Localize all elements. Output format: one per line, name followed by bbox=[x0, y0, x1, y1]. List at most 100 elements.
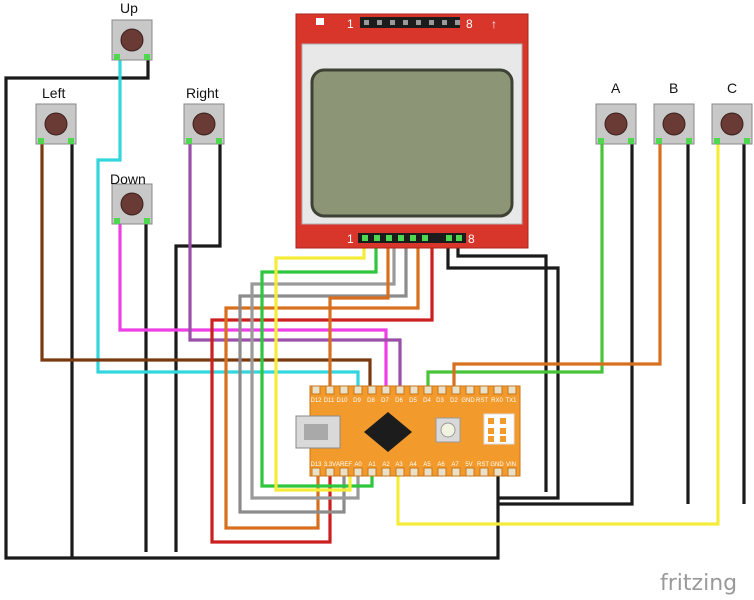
pin-label-top: D11 bbox=[324, 398, 335, 404]
microcontroller-chip bbox=[364, 412, 412, 452]
button-up bbox=[111, 19, 153, 61]
pin-label-bottom: A0 bbox=[354, 462, 362, 468]
pin-label-top: D6 bbox=[395, 398, 403, 404]
pin-pad-bottom bbox=[381, 467, 391, 477]
top-pin-pads bbox=[311, 385, 517, 395]
wire-lcd-green bbox=[260, 238, 378, 488]
pin-label-bottom: A2 bbox=[382, 462, 390, 468]
pin-pad-bottom bbox=[465, 467, 475, 477]
arduino-nano: D12 D11 D10 D9 D8 D7 D6 D5 D4 D3 D2 GND … bbox=[295, 385, 521, 477]
pin-label-bottom: RST bbox=[477, 462, 489, 468]
pin-pad-top bbox=[423, 385, 433, 395]
pin-pad-top bbox=[325, 385, 335, 395]
pin-pad-top bbox=[493, 385, 503, 395]
lcd-top-header bbox=[360, 17, 460, 28]
pin-pad-top bbox=[437, 385, 447, 395]
button-down bbox=[111, 183, 153, 225]
pin-pad-bottom bbox=[339, 467, 349, 477]
pin-label-top: D10 bbox=[336, 398, 348, 404]
label-right: Right bbox=[186, 85, 219, 101]
pin-pad-bottom bbox=[409, 467, 419, 477]
wire-c-yellow bbox=[396, 142, 720, 526]
usb-port bbox=[304, 424, 328, 440]
pin-pad-top bbox=[409, 385, 419, 395]
pin-label-top: D7 bbox=[381, 398, 389, 404]
pin-label-top: D2 bbox=[450, 398, 458, 404]
pin-label-top: TX1 bbox=[505, 398, 517, 404]
pin-pad-bottom bbox=[353, 467, 363, 477]
pin-pad-top bbox=[465, 385, 475, 395]
pin-label-bottom: A6 bbox=[437, 462, 445, 468]
lcd-top-pin-last: 8 bbox=[466, 17, 473, 31]
label-up: Up bbox=[120, 0, 138, 16]
pin-pad-top bbox=[311, 385, 321, 395]
pin-label-bottom: GND bbox=[490, 462, 504, 468]
pin-pad-top bbox=[451, 385, 461, 395]
wire-lcd-gray2 bbox=[250, 238, 396, 500]
wire-lcd-gray1 bbox=[238, 238, 408, 514]
pin-pad-top bbox=[395, 385, 405, 395]
pin-pad-bottom bbox=[311, 467, 321, 477]
label-left: Left bbox=[42, 85, 65, 101]
pin-label-top: GND bbox=[461, 398, 475, 404]
wire-right-gnd bbox=[174, 142, 222, 552]
wire-lcd-yellow bbox=[274, 238, 366, 492]
pin-label-bottom: A3 bbox=[395, 462, 403, 468]
wire-up-gnd bbox=[4, 60, 500, 560]
wire-right-purple bbox=[188, 142, 402, 390]
pin-label-top: D3 bbox=[436, 398, 444, 404]
pin-pad-top bbox=[339, 385, 349, 395]
pin-label-top: RX0 bbox=[491, 398, 503, 404]
lcd-top-pin-first: 1 bbox=[347, 17, 354, 31]
label-a: A bbox=[611, 80, 621, 96]
pin-label-bottom: A4 bbox=[409, 462, 417, 468]
pin-pad-bottom bbox=[367, 467, 377, 477]
button-right bbox=[183, 103, 225, 145]
pin-pad-bottom bbox=[493, 467, 503, 477]
pin-pad-bottom bbox=[479, 467, 489, 477]
pin-label-bottom: D13 bbox=[310, 462, 322, 468]
pin-label-top: D5 bbox=[409, 398, 417, 404]
wire-lcd-orange bbox=[224, 238, 420, 530]
pin-pad-top bbox=[353, 385, 363, 395]
wire-a-gnd bbox=[498, 142, 634, 506]
pin-pad-bottom bbox=[395, 467, 405, 477]
pin-label-top: D12 bbox=[310, 398, 322, 404]
pin-pad-bottom bbox=[423, 467, 433, 477]
pin-label-top: D8 bbox=[367, 398, 375, 404]
pin-label-bottom: 5V bbox=[465, 462, 472, 468]
pin-label-bottom: A5 bbox=[423, 462, 431, 468]
label-down: Down bbox=[110, 171, 146, 187]
pin-label-bottom: A7 bbox=[451, 462, 459, 468]
label-c: C bbox=[727, 80, 737, 96]
pin-pad-top bbox=[479, 385, 489, 395]
pin-label-top: D9 bbox=[353, 398, 361, 404]
label-b: B bbox=[669, 80, 678, 96]
pin-pad-bottom bbox=[437, 467, 447, 477]
button-left bbox=[35, 103, 77, 145]
bottom-pin-labels: D13 3.3V AREF A0 A1 A2 A3 A4 A5 A6 A7 5V… bbox=[310, 462, 516, 468]
pin-label-bottom: VIN bbox=[506, 462, 516, 468]
wire-lcd-orange2 bbox=[328, 238, 390, 390]
pin-pad-bottom bbox=[451, 467, 461, 477]
wire-lcd-gnd1 bbox=[446, 238, 560, 500]
pin-pad-bottom bbox=[507, 467, 517, 477]
fritzing-watermark: fritzing bbox=[660, 571, 737, 596]
top-pin-labels: D12 D11 D10 D9 D8 D7 D6 D5 D4 D3 D2 GND … bbox=[310, 398, 517, 404]
pin-label-bottom: A1 bbox=[368, 462, 376, 468]
wire-lcd-red bbox=[210, 238, 434, 544]
pin-pad-top bbox=[367, 385, 377, 395]
pin-label-top: D4 bbox=[423, 398, 431, 404]
wire-up-cyan bbox=[96, 60, 360, 390]
wire-b-orange bbox=[452, 142, 662, 390]
pin-label-bottom: 3.3V bbox=[324, 462, 336, 468]
pin-label-bottom: AREF bbox=[336, 462, 352, 468]
lcd-bottom-pin-first: 1 bbox=[347, 232, 354, 246]
wire-left-brown bbox=[40, 142, 372, 390]
wire-a-green bbox=[426, 142, 604, 390]
button-c bbox=[711, 103, 753, 145]
pin-pad-top bbox=[507, 385, 517, 395]
pin-pad-bottom bbox=[325, 467, 335, 477]
pin-pad-top bbox=[381, 385, 391, 395]
